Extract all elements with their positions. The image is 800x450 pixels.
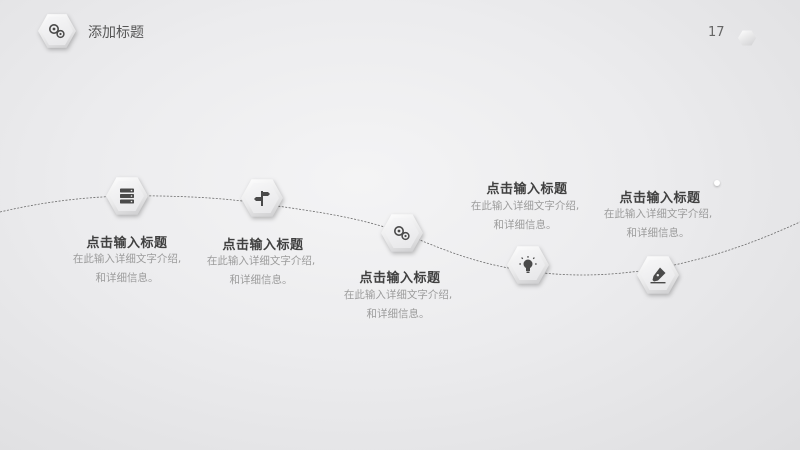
node-2-desc-line1: 在此输入详细文字介绍, [206,255,316,267]
node-4-desc-line2: 和详细信息。 [493,219,557,231]
node-5-desc: 在此输入详细文字介绍, 和详细信息。 [568,205,748,243]
decorative-hexagon [738,30,756,46]
node-4-desc: 在此输入详细文字介绍, 和详细信息。 [435,197,615,235]
node-4-desc-line1: 在此输入详细文字介绍, [470,200,580,212]
gears-icon [49,24,65,39]
signpost-icon [254,191,270,206]
lightbulb-icon [519,256,537,273]
node-5-badge[interactable] [637,255,679,295]
node-1-badge[interactable] [106,176,148,216]
page-number: 17 [708,25,725,40]
header-icon-badge [38,13,76,49]
node-1-desc-line2: 和详细信息。 [95,272,159,284]
page-title: 添加标题 [88,25,144,41]
node-4-title: 点击输入标题 [486,182,568,197]
decorative-dot [714,180,720,186]
node-2-desc-line2: 和详细信息。 [229,274,293,286]
node-2-desc: 在此输入详细文字介绍, 和详细信息。 [171,252,351,290]
node-4-badge[interactable] [507,245,549,285]
node-3-desc-line2: 和详细信息。 [366,308,430,320]
node-1-title: 点击输入标题 [86,236,168,251]
node-1-desc: 在此输入详细文字介绍, 和详细信息。 [37,250,217,288]
server-icon [120,188,134,204]
node-3-title: 点击输入标题 [359,271,441,286]
node-2-title: 点击输入标题 [222,238,304,253]
node-5-desc-line1: 在此输入详细文字介绍, [603,208,713,220]
pen-nib-icon [650,267,666,284]
node-3-badge[interactable] [381,213,423,253]
node-2-badge[interactable] [241,178,283,218]
node-1-desc-line1: 在此输入详细文字介绍, [72,253,182,265]
node-3-desc: 在此输入详细文字介绍, 和详细信息。 [308,286,488,324]
gears-icon [394,226,410,241]
node-5-title: 点击输入标题 [619,191,701,206]
node-3-desc-line1: 在此输入详细文字介绍, [343,289,453,301]
node-5-desc-line2: 和详细信息。 [626,227,690,239]
